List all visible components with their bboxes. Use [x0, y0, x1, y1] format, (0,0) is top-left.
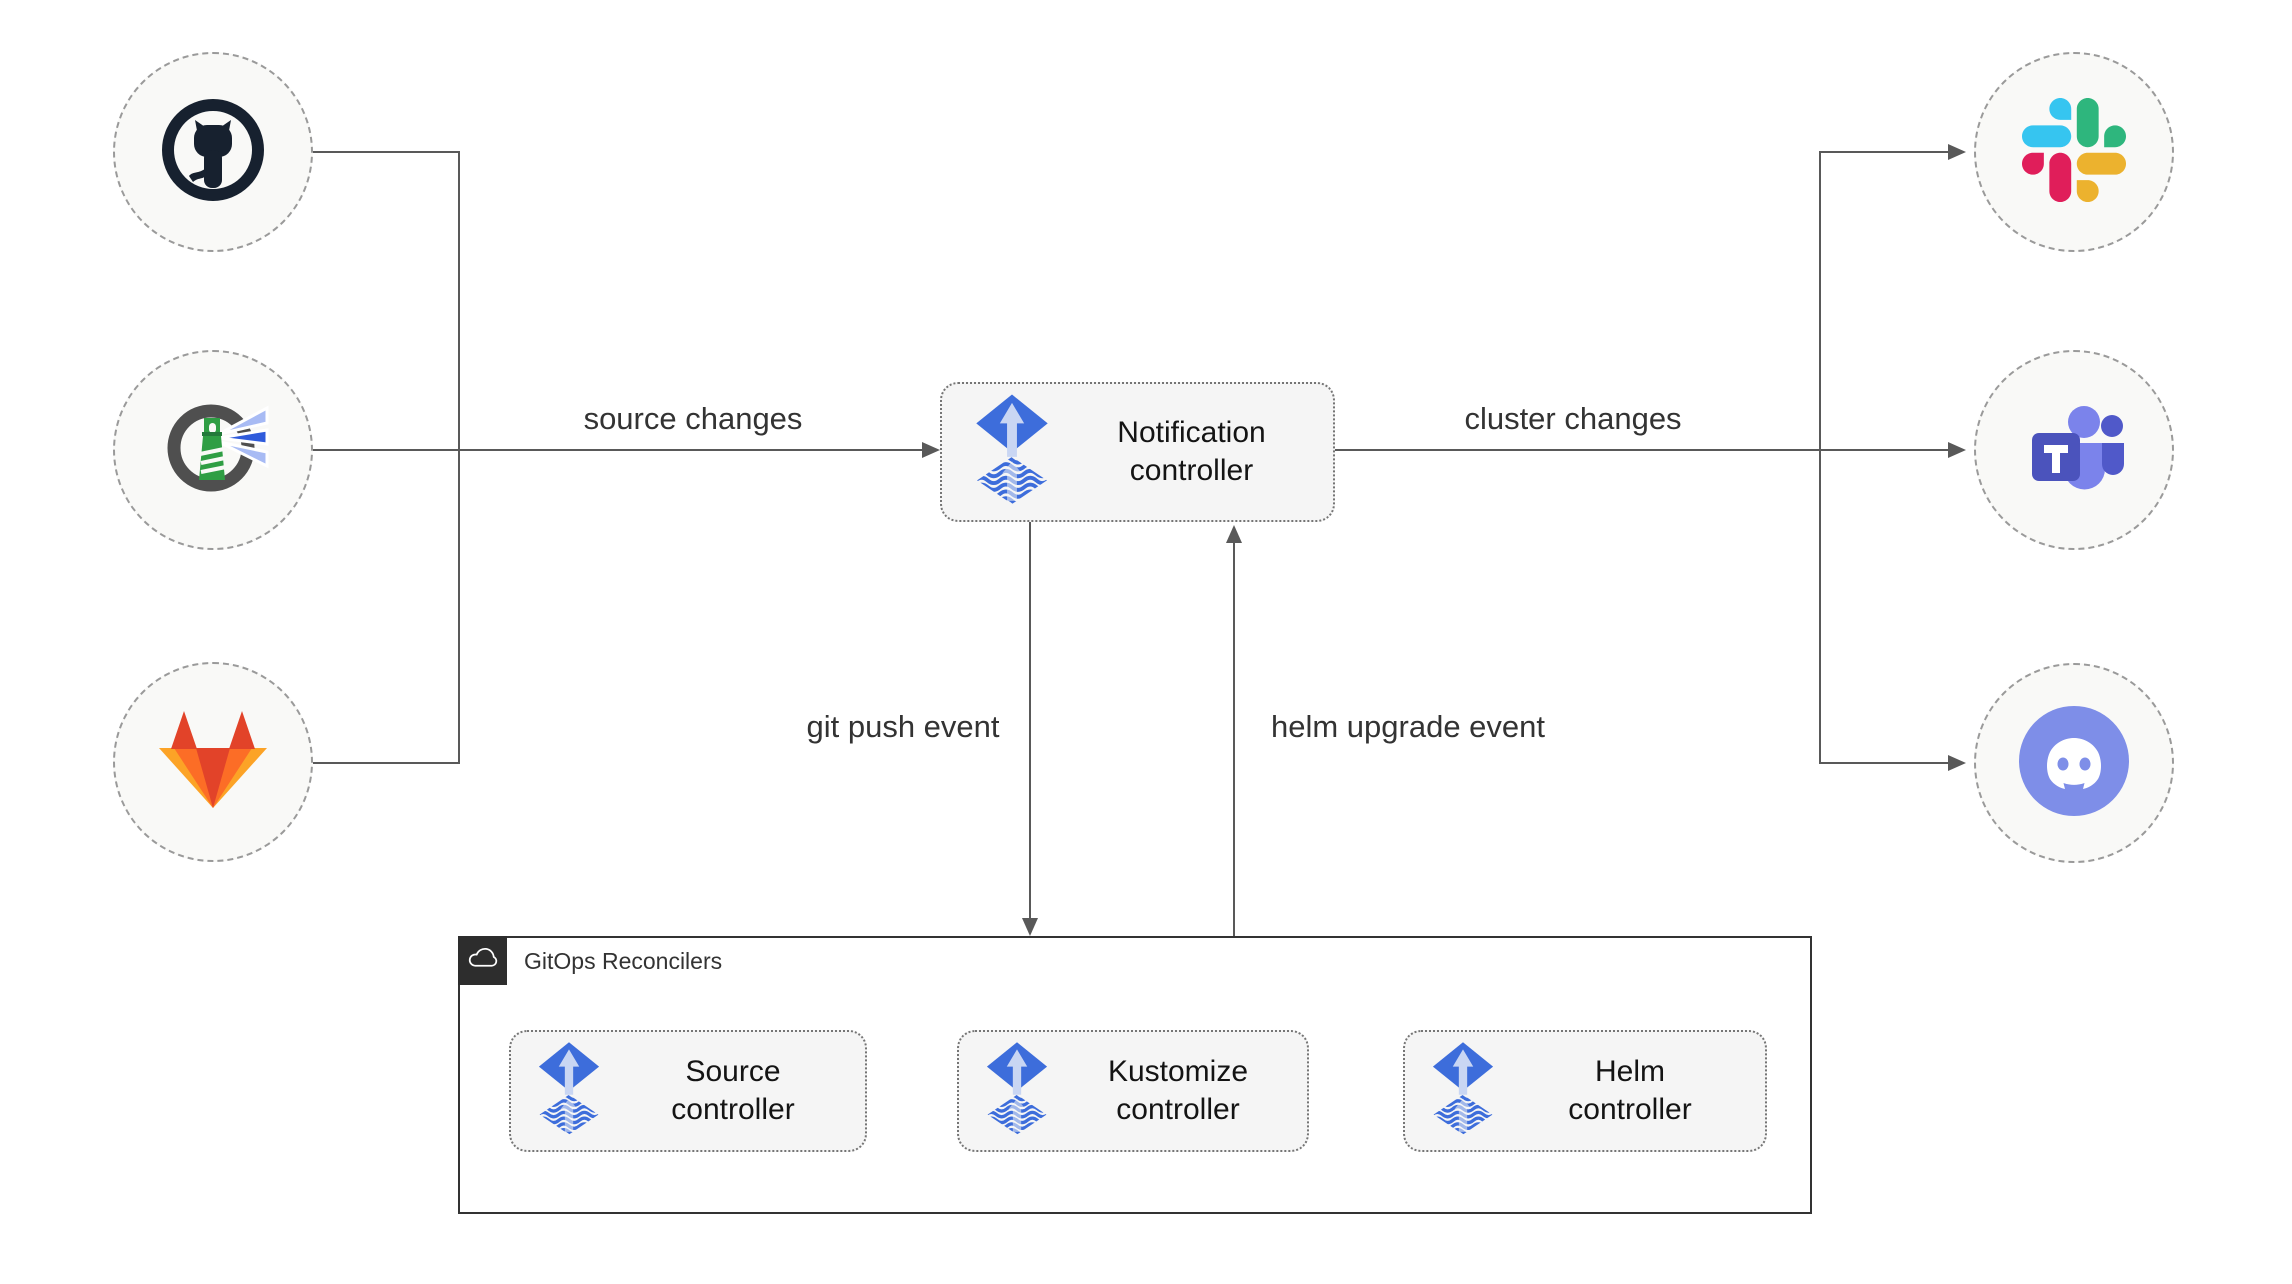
github-icon [157, 94, 269, 211]
arrowhead-into-discord [1948, 755, 1966, 771]
source-node-gitlab [113, 662, 313, 862]
arrowhead-into-notification-bottom [1226, 525, 1242, 543]
arrowhead-into-notification [922, 442, 940, 458]
arrowhead-into-gitops-box [1022, 918, 1038, 936]
helm-controller-label: Helm controller [1568, 1054, 1692, 1126]
source-node-github [113, 52, 313, 252]
slack-icon [2022, 97, 2126, 207]
kustomize-controller-node: Kustomize controller [957, 1030, 1309, 1152]
connector-discord-branch [1821, 762, 1951, 764]
gitlab-icon [154, 708, 272, 817]
edge-label-git-push-event: git push event [800, 709, 1006, 745]
flux-icon [1431, 1041, 1495, 1142]
arrowhead-into-teams [1948, 442, 1966, 458]
teams-icon [2018, 397, 2130, 504]
connector-cluster-changes [1335, 449, 1821, 451]
gitops-reconcilers-title: GitOps Reconcilers [524, 948, 723, 974]
target-node-discord [1974, 663, 2174, 863]
source-controller-node: Source controller [509, 1030, 867, 1152]
edge-label-helm-upgrade-event: helm upgrade event [1264, 709, 1552, 745]
connector-right-bus [1819, 151, 1821, 764]
discord-icon [2017, 704, 2131, 823]
connector-git-push [1029, 522, 1031, 920]
flux-icon [974, 393, 1050, 512]
connector-slack-branch [1821, 151, 1951, 153]
target-node-teams [1974, 350, 2174, 550]
source-controller-label: Source controller [671, 1054, 795, 1126]
cloud-icon [467, 947, 499, 975]
arrowhead-into-slack [1948, 144, 1966, 160]
flux-icon [537, 1041, 601, 1142]
flux-icon [985, 1041, 1049, 1142]
connector-source-changes [313, 449, 924, 451]
harbor-icon [157, 392, 269, 509]
connector-gitlab-branch [313, 762, 459, 764]
connector-helm-upgrade [1233, 543, 1235, 936]
connector-left-bus [458, 151, 460, 764]
helm-controller-node: Helm controller [1403, 1030, 1767, 1152]
source-node-harbor [113, 350, 313, 550]
edge-label-cluster-changes: cluster changes [1458, 401, 1688, 437]
kustomize-controller-label: Kustomize controller [1107, 1054, 1249, 1126]
connector-teams-branch [1821, 449, 1951, 451]
target-node-slack [1974, 52, 2174, 252]
connector-github-branch [313, 151, 459, 153]
notification-controller-node: Notification controller [940, 382, 1335, 522]
notification-controller-label: Notification controller [1117, 415, 1266, 487]
gitops-header-badge [458, 936, 507, 985]
edge-label-source-changes: source changes [577, 401, 809, 437]
